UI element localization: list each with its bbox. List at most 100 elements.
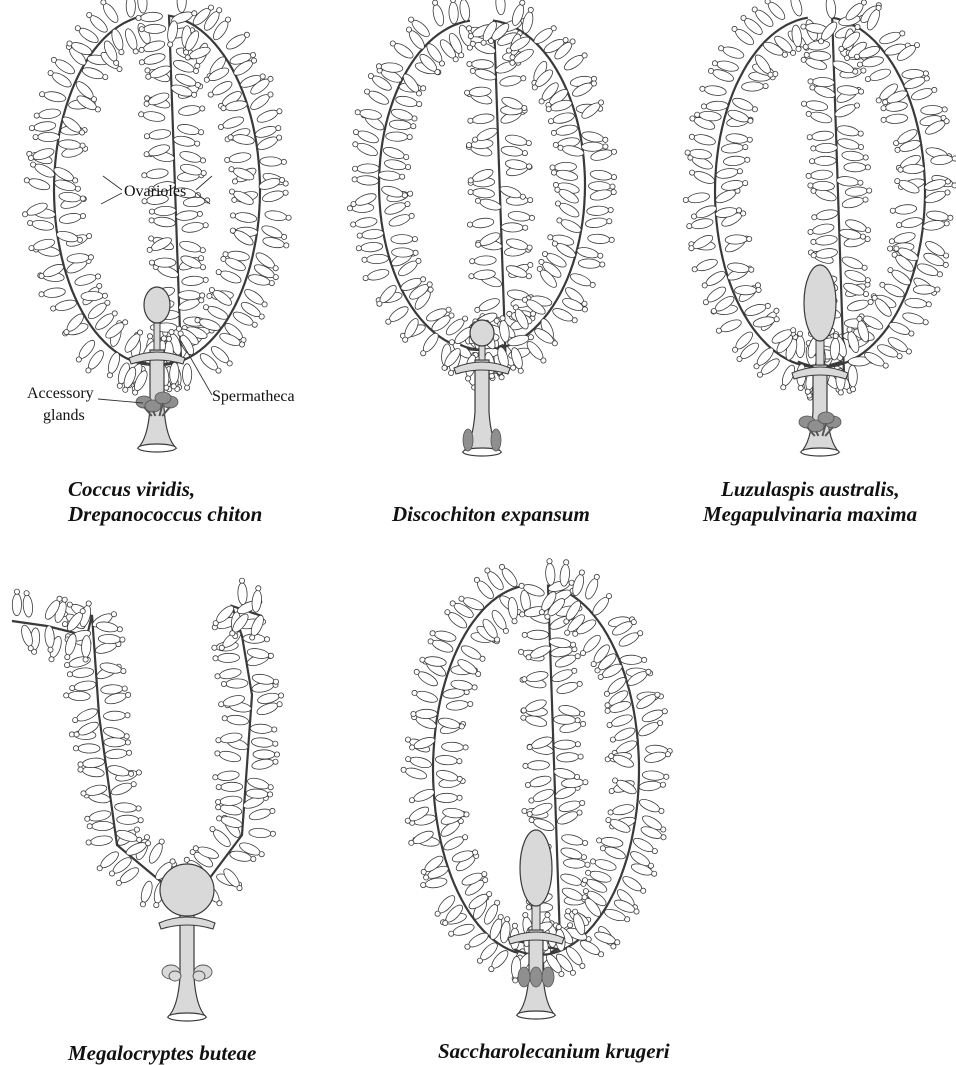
terminal-filament-knob	[217, 901, 222, 906]
ovariole	[391, 234, 413, 244]
ovariole	[836, 175, 859, 187]
terminal-filament-knob	[888, 246, 893, 251]
terminal-filament-knob	[421, 351, 426, 356]
ovariole	[361, 228, 384, 239]
terminal-filament-knob	[463, 835, 468, 840]
terminal-filament-knob	[855, 24, 860, 29]
terminal-filament-knob	[470, 41, 475, 46]
terminal-filament-knob	[606, 818, 611, 823]
ovariole	[137, 0, 148, 13]
terminal-filament-knob	[498, 914, 503, 919]
terminal-filament-knob	[107, 373, 112, 378]
terminal-filament-knob	[898, 167, 903, 172]
terminal-filament-knob	[475, 307, 480, 312]
ovariole	[576, 246, 600, 260]
terminal-filament-knob	[409, 840, 414, 845]
terminal-filament-knob	[546, 107, 551, 112]
terminal-filament-knob	[580, 963, 585, 968]
ovariole	[177, 0, 187, 12]
terminal-filament-knob	[91, 97, 96, 102]
terminal-filament-knob	[598, 674, 603, 679]
ovariole	[261, 189, 285, 204]
ovariole	[923, 189, 947, 205]
terminal-filament-knob	[559, 971, 564, 976]
terminal-filament-knob	[365, 89, 370, 94]
terminal-filament-knob	[506, 48, 511, 53]
terminal-filament-knob	[459, 724, 464, 729]
terminal-filament-knob	[570, 970, 575, 975]
terminal-filament-knob	[136, 770, 141, 775]
accessory-glands-label: Accessory glands	[27, 385, 98, 424]
terminal-filament-knob	[872, 295, 877, 300]
terminal-filament-knob	[522, 677, 527, 682]
terminal-filament-knob	[402, 193, 407, 198]
terminal-filament-knob	[410, 745, 415, 750]
terminal-filament-knob	[439, 61, 444, 66]
terminal-filament-knob	[277, 135, 282, 140]
ovariole	[894, 204, 917, 215]
ovariole	[744, 302, 768, 318]
terminal-filament-knob	[213, 775, 218, 780]
terminal-filament-knob	[591, 662, 596, 667]
terminal-filament-knob	[801, 24, 806, 29]
ovariole	[841, 255, 865, 272]
terminal-filament-knob	[607, 219, 612, 224]
terminal-filament-knob	[518, 368, 523, 373]
terminal-filament-knob	[743, 181, 748, 186]
terminal-filament-knob	[499, 564, 504, 569]
ovariole	[719, 317, 743, 334]
terminal-filament-knob	[417, 102, 422, 107]
terminal-filament-knob	[575, 718, 580, 723]
ovariole	[238, 583, 248, 605]
spermatheca	[144, 287, 170, 323]
terminal-filament-knob	[900, 31, 905, 36]
terminal-filament-knob	[571, 642, 576, 647]
ovariole	[837, 137, 861, 151]
terminal-filament-knob	[464, 812, 469, 817]
terminal-filament-knob	[81, 791, 86, 796]
terminal-filament-knob	[537, 266, 542, 271]
terminal-filament-knob	[284, 243, 289, 248]
terminal-filament-knob	[197, 211, 202, 216]
ovariole	[142, 110, 165, 123]
terminal-filament-knob	[351, 202, 356, 207]
terminal-filament-knob	[551, 170, 556, 175]
terminal-filament-knob	[611, 175, 616, 180]
terminal-filament-knob	[555, 201, 560, 206]
terminal-filament-knob	[420, 657, 425, 662]
terminal-filament-knob	[62, 622, 67, 627]
terminal-filament-knob	[838, 390, 843, 395]
accessory-gland	[463, 429, 473, 451]
ovariole	[153, 216, 176, 228]
ovariole	[148, 128, 171, 140]
ovariole	[409, 755, 433, 769]
vagina-opening	[138, 444, 176, 452]
terminal-filament-knob	[810, 159, 815, 164]
terminal-filament-knob	[545, 912, 550, 917]
terminal-filament-knob	[88, 255, 93, 260]
terminal-filament-knob	[527, 745, 532, 750]
terminal-filament-knob	[527, 164, 532, 169]
terminal-filament-knob	[658, 720, 663, 725]
terminal-filament-knob	[858, 144, 863, 149]
terminal-filament-knob	[924, 76, 929, 81]
terminal-filament-knob	[522, 632, 527, 637]
terminal-filament-knob	[75, 186, 80, 191]
terminal-filament-knob	[144, 152, 149, 157]
ovariole	[33, 161, 57, 179]
ovariole	[102, 725, 126, 740]
terminal-filament-knob	[39, 292, 44, 297]
terminal-filament-knob	[661, 835, 666, 840]
terminal-filament-knob	[507, 311, 512, 316]
caption-coccus-line1: Coccus viridis,	[68, 477, 195, 501]
terminal-filament-knob	[510, 60, 515, 65]
ovariole	[22, 595, 33, 618]
terminal-filament-knob	[858, 131, 863, 136]
terminal-filament-knob	[435, 70, 440, 75]
terminal-filament-knob	[791, 50, 796, 55]
terminal-filament-knob	[199, 130, 204, 135]
caption-saccharolecanium-krugeri: Saccharolecanium krugeri	[438, 1039, 670, 1063]
terminal-filament-knob	[881, 106, 886, 111]
terminal-filament-knob	[229, 167, 234, 172]
terminal-filament-knob	[594, 574, 599, 579]
